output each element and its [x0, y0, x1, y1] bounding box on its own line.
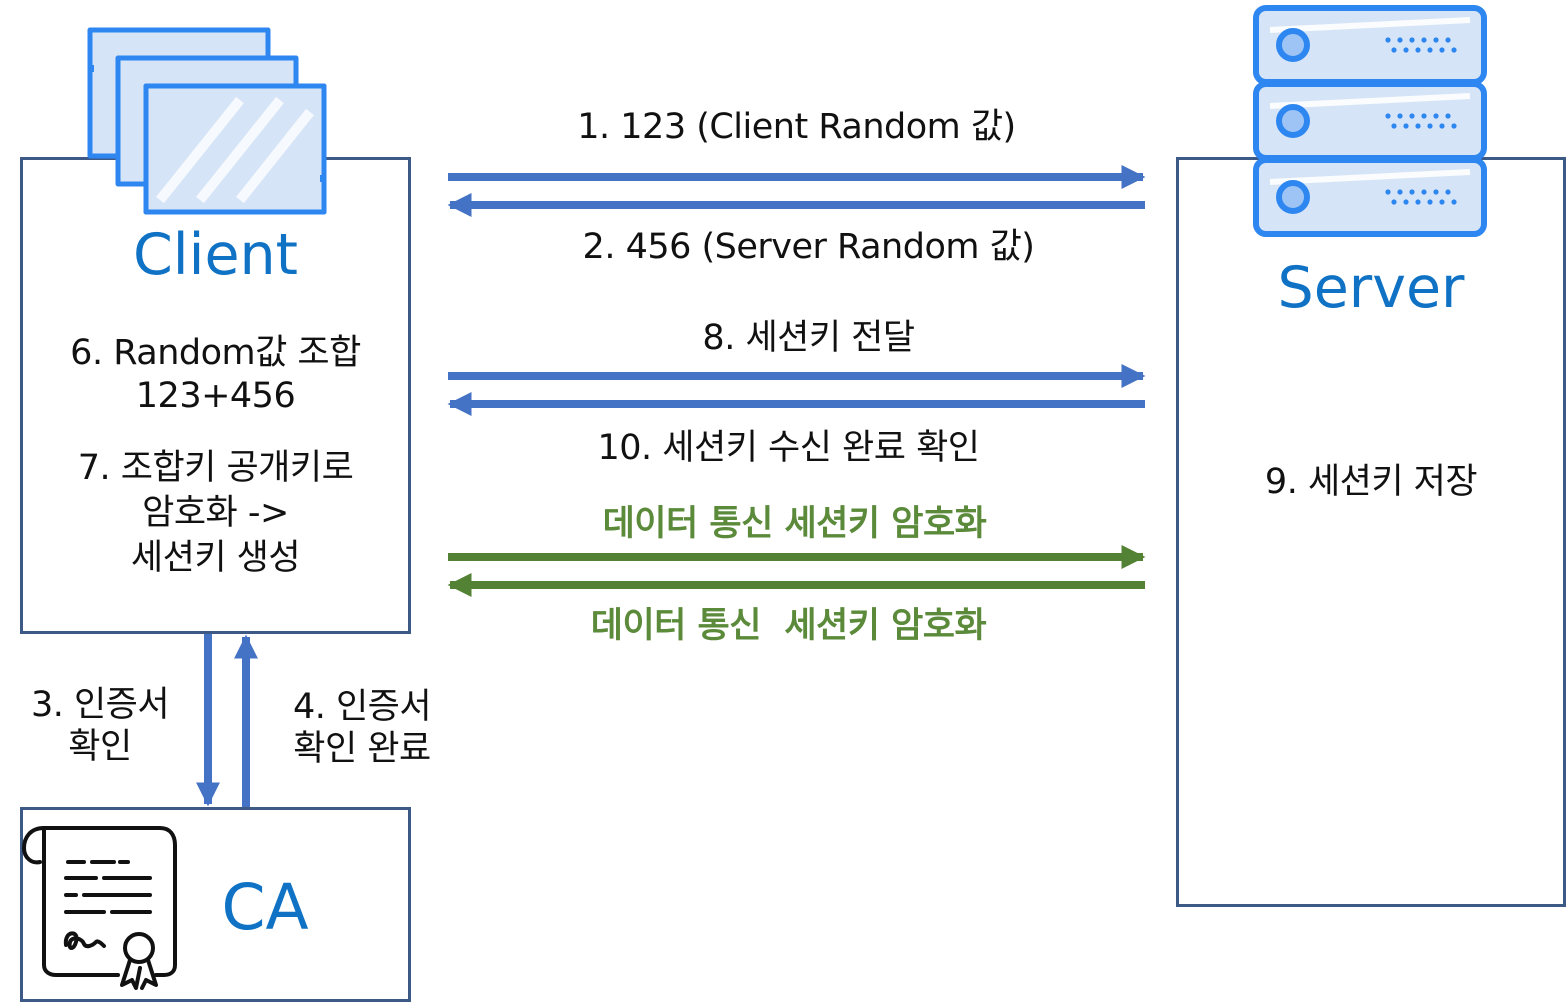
client-title: Client	[132, 222, 299, 288]
client-step-7: 7. 조합키 공개키로 암호화 -> 세션키 생성	[20, 446, 411, 581]
data-message-top-label: 데이터 통신 세션키 암호화	[602, 504, 987, 544]
client-box	[20, 157, 411, 634]
server-step-9: 9. 세션키 저장	[1264, 462, 1478, 502]
ca-step-4-line-2: 확인 완료	[293, 729, 431, 769]
client-step-6-line-1: 6. Random값 조합	[70, 333, 361, 373]
message-8-label: 8. 세션키 전달	[702, 318, 915, 358]
client-step-7-line-1: 7. 조합키 공개키로	[77, 448, 354, 488]
ca-step-3-line-2: 확인	[68, 727, 132, 767]
ca-step-4: 4. 인증서 확인 완료	[272, 686, 452, 770]
message-1-label: 1. 123 (Client Random 값)	[577, 107, 1016, 147]
message-10-label: 10. 세션키 수신 완료 확인	[597, 428, 980, 468]
client-step-7-line-2: 암호화 ->	[142, 493, 289, 533]
server-box	[1176, 157, 1566, 907]
server-rack-icon	[1253, 5, 1487, 237]
ca-step-3: 3. 인증서 확인	[10, 684, 190, 768]
ca-step-4-line-1: 4. 인증서	[292, 687, 432, 727]
ca-step-3-line-1: 3. 인증서	[30, 685, 170, 725]
client-step-6-line-2: 123+456	[135, 376, 296, 416]
ca-title: CA	[221, 871, 309, 944]
client-step-6: 6. Random값 조합 123+456	[20, 332, 411, 418]
server-title: Server	[1277, 255, 1465, 321]
data-message-bottom-label: 데이터 통신 세션키 암호화	[590, 606, 987, 646]
client-step-7-line-3: 세션키 생성	[130, 538, 301, 578]
browser-windows-icon	[87, 27, 327, 215]
ca-box	[20, 807, 411, 1002]
message-2-label: 2. 456 (Server Random 값)	[582, 227, 1035, 267]
certificate-icon	[22, 826, 177, 990]
